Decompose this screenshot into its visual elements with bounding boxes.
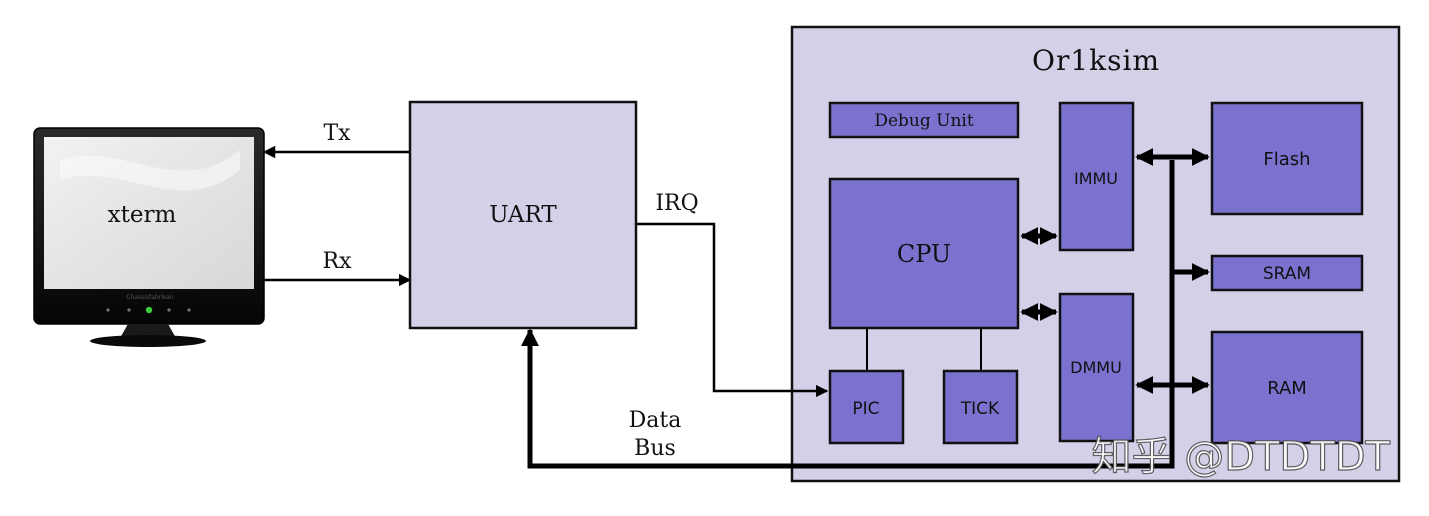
irq-label: IRQ xyxy=(655,191,698,216)
watermark: 知乎 @DTDTDT xyxy=(1092,434,1391,480)
monitor-button-dot xyxy=(167,308,171,312)
cpu-box xyxy=(828,177,1020,330)
monitor-button-dot xyxy=(127,308,131,312)
uart-label: UART xyxy=(489,202,557,228)
tx-label: Tx xyxy=(323,121,351,146)
tick-box xyxy=(942,369,1019,445)
dmmu-label: DMMU xyxy=(1070,358,1122,377)
or1ksim-title: Or1ksim xyxy=(1032,44,1160,77)
debug-unit-label: Debug Unit xyxy=(874,111,974,131)
debug-unit-box xyxy=(828,101,1020,139)
data-bus-label-line1: Data xyxy=(629,408,682,433)
screen-glare xyxy=(60,150,240,191)
monitor-button-dot xyxy=(106,308,110,312)
dmmu-box xyxy=(1058,292,1135,443)
monitor-brand: Chassisfabrikan xyxy=(126,294,173,301)
monitor-screen xyxy=(44,137,254,289)
ram-box xyxy=(1210,330,1364,445)
data-bus-label-line2: Bus xyxy=(634,436,676,461)
immu-box xyxy=(1058,101,1135,252)
flash-label: Flash xyxy=(1263,149,1310,170)
monitor-button-dot xyxy=(187,308,191,312)
xterm-monitor: xterm Chassisfabrikan xyxy=(33,127,265,347)
ram-label: RAM xyxy=(1267,378,1307,399)
pic-box xyxy=(828,369,905,445)
immu-label: IMMU xyxy=(1074,169,1118,188)
uart-box xyxy=(408,100,638,330)
sram-box xyxy=(1210,254,1364,292)
irq-line xyxy=(636,222,829,398)
monitor-neck xyxy=(120,324,176,338)
pic-label: PIC xyxy=(852,399,879,419)
cpu-label: CPU xyxy=(897,240,951,268)
tick-label: TICK xyxy=(960,399,1000,419)
data-bus-line xyxy=(521,160,1175,469)
monitor-stand xyxy=(90,335,206,347)
monitor-label: xterm xyxy=(108,202,177,228)
power-led-icon xyxy=(145,306,153,314)
rx-label: Rx xyxy=(323,249,353,274)
flash-box xyxy=(1210,101,1364,216)
sram-label: SRAM xyxy=(1263,264,1311,284)
